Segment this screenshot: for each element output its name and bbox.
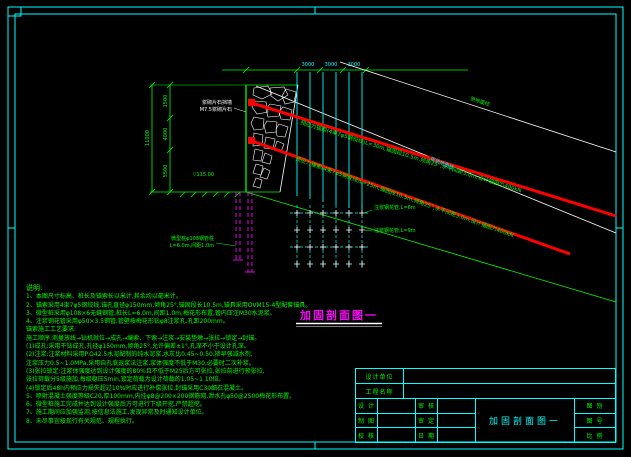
- dim-top-1: 3000: [302, 62, 315, 68]
- anchor-cables: [248, 99, 617, 256]
- name-reviewer: [438, 399, 475, 414]
- dim-top-2: 3000: [325, 62, 338, 68]
- original-ground-label: 原地面线: [469, 95, 490, 108]
- note-line: (4)锁定后48h内预应力损失超过10%时应进行补偿张拉,封锚采用C30细石混凝…: [26, 384, 248, 392]
- micropile-label-line1: 微型桩φ108钢管桩: [171, 235, 214, 242]
- meta-sheet-type: 图 别: [575, 399, 615, 414]
- ground-lines: [150, 61, 617, 303]
- name-drafter: [378, 414, 415, 429]
- excavation-slope-line: [245, 191, 617, 303]
- note-line: 锚索施工工艺要求:: [26, 326, 77, 334]
- anchor-cable-1: [251, 101, 617, 218]
- dim-left-3: 5500: [163, 165, 169, 178]
- staff2-name-column: [438, 399, 476, 442]
- anchor-cable-2-label: 预应力锚索(4束7φ5钢绞线)L=25m,锚固段10.5m,倾角25°,水平间距…: [294, 154, 515, 239]
- frame-corner-box: [7, 6, 22, 17]
- section-title: 加固剖面图一: [299, 308, 378, 322]
- grid-cross-markers: [294, 210, 365, 267]
- notes-block: 说明: 1、本图尺寸标高、桩长及锚索长以米计,其余均以毫米计。 2、锚索采用4束…: [26, 284, 344, 426]
- title-block-drawing-title: 加固剖面图一: [476, 399, 575, 442]
- title-block: 设计单位 工程名称 设 计 制 图 校 核 审 核 审 定 日 期: [355, 368, 616, 443]
- wall-label-line2: M7.5浆砌片石: [200, 106, 232, 113]
- micropile-label-line2: L=6.0m,间距1.0m: [170, 242, 214, 249]
- project-value: [404, 384, 615, 398]
- anchor-cable-2: [251, 139, 571, 256]
- meta-sheet-no: 图 号: [575, 414, 615, 429]
- role-checker: 校 核: [358, 432, 375, 440]
- left-dimension-chain: 1500 4000 5500 11000: [145, 81, 246, 196]
- value-date: [438, 428, 475, 442]
- original-ground-line: [339, 61, 617, 153]
- note-line: 张拉荷载分5级施加,每级稳压5min,锁定荷载为设计荷载的1.05~1.10倍。: [26, 376, 225, 384]
- top-dimension-chain: 3000 3000 3000: [222, 62, 468, 74]
- anchor-head-2: [248, 137, 255, 144]
- role-drafter: 制 图: [356, 414, 377, 429]
- grout-pipe-grid: [290, 205, 370, 270]
- section-title-group: 加固剖面图一: [296, 308, 382, 327]
- staff-name-column: [378, 399, 416, 442]
- note-line: 5、喷射混凝土强度等级C20,厚100mm,内挂φ8@200×200钢筋网,泄水…: [26, 392, 296, 400]
- wall-label-line1: 浆砌片石挡墙: [202, 99, 232, 106]
- note-line: (2)注浆:注浆材料采用P.O42.5水泥配制的纯水泥浆,水灰比0.45~0.5…: [26, 351, 253, 359]
- meta-scale: 比 例: [586, 432, 604, 440]
- note-line: (1)成孔:采用干钻成孔,孔径φ150mm,倾角25°,允许偏差±1°,孔深不小…: [26, 343, 250, 351]
- dim-left-2: 4000: [163, 128, 169, 141]
- meta-column: 图 别 图 号 比 例: [575, 399, 615, 442]
- note-line: 1、本图尺寸标高、桩长及锚索长以米计,其余均以毫米计。: [26, 293, 182, 301]
- note-line: 施工顺序:测量放线→钻机就位→成孔→编索、下索→注浆→安装垫墩→张拉→锁定→封锚…: [26, 334, 261, 342]
- title-block-company-row: 设计单位: [356, 369, 615, 384]
- anchor-head-1: [248, 99, 255, 106]
- staff2-role-column: 审 核 审 定 日 期: [416, 399, 438, 442]
- dim-left-total: 11000: [145, 130, 151, 146]
- title-block-project-row: 工程名称: [356, 384, 615, 399]
- company-label: 设计单位: [356, 369, 404, 383]
- title-block-bottom: 设 计 制 图 校 核 审 核 审 定 日 期 加固剖面图一 图 别: [356, 399, 615, 442]
- note-line: 7、施工期间应加强监测,按信息法施工,发现异常及时通知设计单位。: [26, 409, 208, 417]
- role-designer: 设 计: [356, 399, 377, 414]
- company-value: [404, 369, 615, 383]
- role-approver: 审 定: [416, 414, 437, 429]
- role-reviewer: 审 核: [416, 399, 437, 414]
- note-line: 3、微型桩采用φ108×6无缝钢管,桩长L=6.0m,间距1.0m,梅花形布置,…: [26, 309, 276, 317]
- dim-left-1: 1500: [163, 95, 169, 108]
- micro-piles: [233, 192, 255, 273]
- name-designer: [378, 399, 415, 414]
- staff-role-column: 设 计 制 图 校 核: [356, 399, 378, 442]
- annotations: 浆砌片石挡墙 M7.5浆砌片石 ▽115.00 微型桩φ108钢管桩 L=6.0…: [170, 95, 523, 249]
- note-line: (3)张拉锁定:注浆体强度达到设计强度的80%且不低于M25后方可张拉,张拉前进…: [26, 367, 265, 375]
- anchor-cable-1-label: 预应力锚索(4束7φ5钢绞线)L=30m,锚固段10.5m,倾角25°,水平间距…: [299, 118, 522, 194]
- note-line: 2、锚索采用4束7φ5钢绞线,锚孔直径φ150mm,倾角25°,锚固段长10.5…: [26, 301, 312, 309]
- soil-nail-bars: [296, 72, 363, 211]
- wall-base-elevation: ▽115.00: [193, 172, 214, 178]
- notes-title: 说明:: [26, 284, 43, 292]
- note-line: 8、未尽事宜按现行有关规范、规程执行。: [26, 417, 138, 425]
- note-line: 注浆压力0.5~1.0MPa,采用自孔底返浆法注浆,浆体强度不低于M30,必要时…: [26, 359, 255, 367]
- border-frame: [7, 6, 624, 450]
- name-approver: [438, 414, 475, 429]
- note-line: 6、微型桩施工完成并达到设计强度后方可进行下级开挖,严禁超挖。: [26, 401, 206, 409]
- role-date: 日 期: [418, 432, 435, 440]
- project-label: 工程名称: [356, 384, 404, 398]
- dim-top-3: 3000: [348, 62, 361, 68]
- name-checker: [378, 428, 415, 442]
- grout-pipe-2-label: 注浆钢花管,L=9m: [374, 227, 416, 234]
- note-line: 4、注浆钢花管采用φ50×3.5钢管,管壁按梅花形钻φ8注浆孔,孔距200mm。: [26, 318, 229, 326]
- grout-pipe-1-label: 注浆钢花管,L=6m: [374, 204, 416, 211]
